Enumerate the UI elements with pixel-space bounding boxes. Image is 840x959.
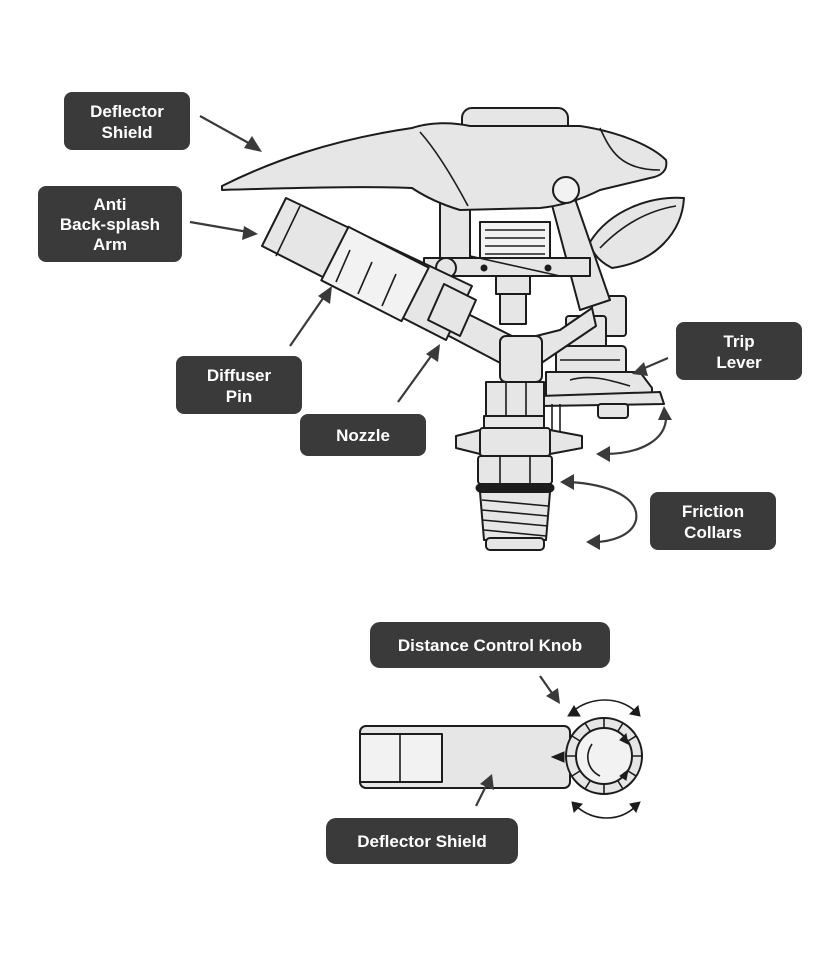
label-deflector-shield-line2: Shield [101,123,152,142]
label-trip-lever-line1: Trip [723,332,754,351]
label-deflector-shield-detail: Deflector Shield [326,818,518,864]
detail-view [359,675,643,819]
label-diffuser-pin: Diffuser Pin [176,356,302,414]
label-anti-backsplash-arm: Anti Back-splash Arm [38,186,182,262]
callout-arrows [189,115,672,550]
trip-lever-assembly [539,295,665,432]
friction-collars-part [455,427,583,551]
label-diffuser-pin-line2: Pin [226,387,252,406]
label-distance-control-knob-text: Distance Control Knob [398,636,582,655]
label-distance-control-knob: Distance Control Knob [370,622,610,668]
deflector-shield-part [221,107,668,211]
label-friction-collars-line1: Friction [682,502,744,521]
label-trip-lever: Trip Lever [676,322,802,380]
label-nozzle-text: Nozzle [336,426,390,445]
label-deflector-shield-line1: Deflector [90,102,164,121]
trip-lever-paddle [589,196,685,269]
label-diffuser-pin-line1: Diffuser [207,366,272,385]
distance-control-knob-part [565,717,643,795]
label-trip-lever-line2: Lever [716,353,762,372]
label-nozzle: Nozzle [300,414,426,456]
label-friction-collars-line2: Collars [684,523,742,542]
sprinkler-frame [423,189,611,367]
label-anti-backsplash-line1: Anti [93,195,126,214]
anti-backsplash-arm [261,197,477,341]
label-deflector-shield: Deflector Shield [64,92,190,150]
label-anti-backsplash-line2: Back-splash [60,215,160,234]
label-anti-backsplash-line3: Arm [93,235,127,254]
label-friction-collars: Friction Collars [650,492,776,550]
nozzle-body [483,335,545,429]
sprinkler-illustration [221,107,685,551]
label-deflector-shield-detail-text: Deflector Shield [357,832,486,851]
